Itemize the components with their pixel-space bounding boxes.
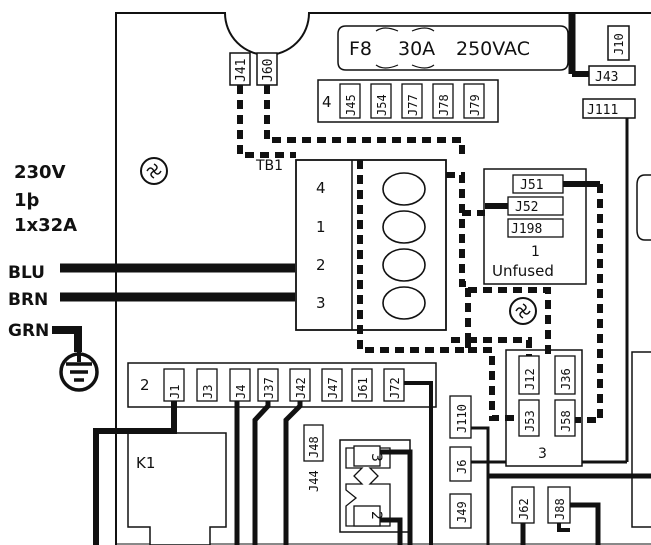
wire-label-blu: BLU: [8, 263, 45, 283]
unfused-number: 1: [531, 244, 540, 260]
tb1-number: 1: [316, 218, 326, 236]
svg-text:J52: J52: [515, 200, 538, 215]
relay-label: K1: [136, 454, 155, 472]
connector-j41: J41: [229, 52, 251, 86]
ground-icon: [59, 352, 99, 392]
svg-text:J47: J47: [326, 377, 340, 399]
svg-text:J58: J58: [559, 410, 573, 432]
row-bottom-number: 2: [140, 376, 150, 394]
group-three-number: 3: [538, 446, 547, 462]
wire-plug-3: [380, 449, 413, 545]
connector-j6: J6: [449, 446, 472, 482]
svg-text:J62: J62: [517, 498, 531, 520]
right-component: [636, 174, 651, 241]
wire-j72: [404, 381, 433, 545]
svg-text:J110: J110: [455, 404, 469, 433]
wire-grn: [52, 326, 82, 352]
fuse-label: F8: [349, 38, 372, 60]
svg-text:J77: J77: [406, 94, 420, 116]
svg-text:J4: J4: [234, 385, 248, 399]
row-j45-number: 4: [322, 93, 332, 111]
screw-icon: [509, 297, 537, 325]
fuse-current: 30A: [398, 38, 435, 60]
connector-row-bottom: 2 J1 J3 J4 J37 J42 J47 J61 J72: [127, 362, 437, 408]
plug-number: 3: [368, 453, 384, 462]
wire-j110: [471, 426, 490, 545]
fuse-voltage: 250VAC: [456, 38, 530, 60]
terminal-block-tb1: TB1 4 1 2 3: [255, 158, 447, 331]
svg-text:J10: J10: [612, 33, 626, 55]
svg-text:J61: J61: [356, 377, 370, 399]
wire-plug-2: [380, 517, 403, 545]
tb1-number: 2: [316, 256, 326, 274]
connector-j88: J88: [547, 486, 571, 524]
wire-j42: [283, 401, 303, 545]
svg-text:J72: J72: [388, 377, 402, 399]
relay-k1: K1: [127, 432, 227, 545]
svg-text:J51: J51: [520, 178, 543, 193]
plug-number: 2: [368, 511, 384, 520]
connector-group-three: J12 J36 J53 J58 3: [505, 349, 583, 467]
svg-text:J6: J6: [455, 460, 469, 474]
tb1-number: 3: [316, 294, 326, 312]
right-component: [631, 351, 651, 528]
screw-icon: [140, 157, 168, 185]
connector-j49: J49: [449, 493, 472, 529]
dashed-wiring: [237, 85, 603, 423]
supply-voltage: 230V: [14, 162, 66, 183]
tb1-label: TB1: [255, 158, 283, 174]
svg-text:J54: J54: [375, 94, 389, 116]
connector-j44: J44: [307, 470, 321, 492]
unfused-group: J51 J52 J198 1 Unfused: [483, 168, 587, 285]
svg-text:J37: J37: [262, 377, 276, 399]
svg-text:J12: J12: [523, 368, 537, 390]
connector-j111: J111: [582, 98, 636, 119]
svg-text:J78: J78: [437, 94, 451, 116]
connector-j110: J110: [449, 395, 472, 439]
svg-text:J43: J43: [595, 70, 618, 85]
wire-j1: [93, 401, 177, 545]
connector-j60: J60: [256, 52, 278, 86]
svg-text:J36: J36: [559, 368, 573, 390]
svg-text:J88: J88: [553, 498, 567, 520]
wire-label-grn: GRN: [8, 321, 49, 341]
svg-text:J49: J49: [455, 501, 469, 523]
wire-j37: [252, 401, 271, 545]
svg-text:J111: J111: [587, 103, 618, 118]
svg-text:J79: J79: [468, 94, 482, 116]
svg-text:J41: J41: [234, 59, 249, 82]
connector-j43: J43: [588, 65, 636, 86]
svg-text:J53: J53: [523, 410, 537, 432]
connector-j48: J48: [303, 424, 324, 462]
svg-text:J42: J42: [294, 377, 308, 399]
svg-text:J1: J1: [168, 385, 182, 399]
svg-text:J60: J60: [261, 59, 276, 82]
tb1-number: 4: [316, 179, 326, 197]
supply-phase: 1þ: [14, 190, 40, 211]
supply-breaker: 1x32A: [14, 215, 77, 236]
svg-text:J3: J3: [201, 385, 215, 399]
svg-text:J198: J198: [511, 222, 542, 237]
connector-j10: J10: [607, 25, 630, 61]
wire-label-brn: BRN: [8, 290, 48, 310]
svg-text:J45: J45: [344, 94, 358, 116]
unfused-label: Unfused: [492, 262, 554, 280]
svg-text:J48: J48: [307, 436, 321, 458]
connector-j62: J62: [511, 486, 535, 524]
connector-row-j45: 4 J45 J54 J77 J78 J79: [317, 79, 499, 123]
fuse-f8: F8 30A 250VAC: [337, 25, 569, 71]
